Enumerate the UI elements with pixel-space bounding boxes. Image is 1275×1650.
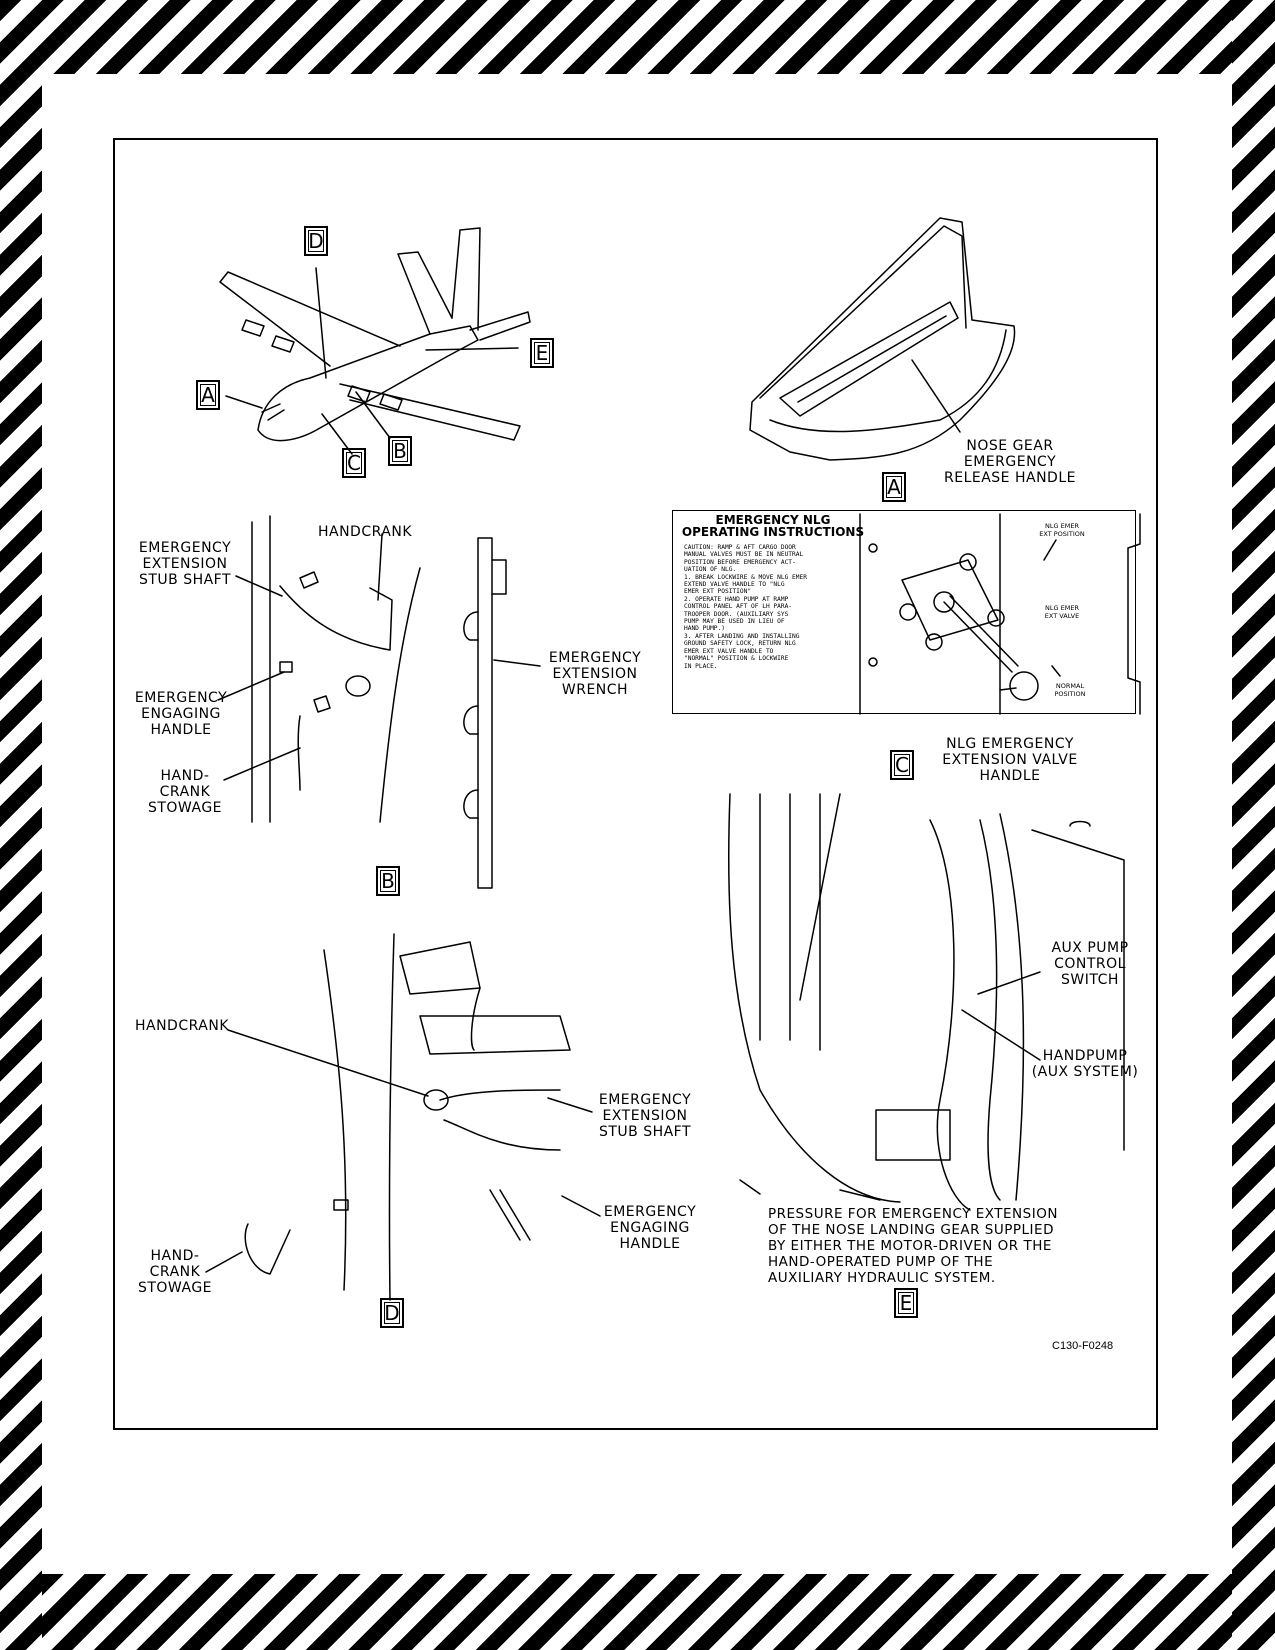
view-c-drawing bbox=[859, 513, 1141, 715]
nlg-operating-placard bbox=[672, 510, 1136, 714]
view-b-engaging-handle-label: EMERGENCY ENGAGING HANDLE bbox=[134, 690, 228, 738]
hazard-border-bottom bbox=[0, 1574, 1275, 1650]
callout-tag-a-overview: A bbox=[196, 380, 220, 410]
view-d-drawing bbox=[205, 933, 601, 1301]
view-d-stub-shaft-label: EMERGENCY EXTENSION STUB SHAFT bbox=[598, 1092, 692, 1140]
view-b-drawing bbox=[217, 515, 541, 889]
nlg-valve-handle-label: NLG EMERGENCY EXTENSION VALVE HANDLE bbox=[942, 736, 1078, 784]
placard-ext-valve-label: NLG EMER EXT VALVE bbox=[1044, 604, 1080, 620]
callout-tag-d-overview: D bbox=[304, 226, 328, 256]
hazard-border-left bbox=[0, 0, 42, 1650]
callout-tag-e-overview: E bbox=[530, 338, 554, 368]
callout-tag-b-overview: B bbox=[388, 436, 412, 466]
figure-reference-code: C130-F0248 bbox=[1052, 1340, 1114, 1352]
view-e-drawing bbox=[727, 793, 1125, 1211]
view-b-handcrank-label: HANDCRANK bbox=[317, 524, 413, 540]
view-d-stowage-label: HAND- CRANK STOWAGE bbox=[137, 1248, 213, 1296]
view-b-stub-shaft-label: EMERGENCY EXTENSION STUB SHAFT bbox=[138, 540, 232, 588]
placard-normal-position-label: NORMAL POSITION bbox=[1054, 682, 1086, 698]
view-b-tag: B bbox=[376, 866, 400, 896]
view-d-engaging-handle-label: EMERGENCY ENGAGING HANDLE bbox=[603, 1204, 697, 1252]
view-d-handcrank-label: HANDCRANK bbox=[134, 1018, 230, 1034]
callout-tag-c-overview: C bbox=[342, 448, 366, 478]
handpump-label: HANDPUMP (AUX SYSTEM) bbox=[1031, 1048, 1139, 1080]
view-b-stowage-label: HAND- CRANK STOWAGE bbox=[147, 768, 223, 816]
view-a-tag: A bbox=[882, 472, 906, 502]
aircraft-overview-drawing bbox=[219, 227, 531, 455]
view-c-tag: C bbox=[890, 750, 914, 780]
hazard-border-right bbox=[1232, 0, 1275, 1650]
placard-ext-position-label: NLG EMER EXT POSITION bbox=[1039, 522, 1085, 538]
nose-gear-release-handle-label: NOSE GEAR EMERGENCY RELEASE HANDLE bbox=[944, 438, 1076, 486]
placard-title: EMERGENCY NLG OPERATING INSTRUCTIONS bbox=[681, 513, 865, 539]
view-e-note: PRESSURE FOR EMERGENCY EXTENSION OF THE … bbox=[768, 1206, 1058, 1286]
view-e-tag: E bbox=[894, 1288, 918, 1318]
figure-frame bbox=[113, 138, 1158, 1430]
hazard-border-top bbox=[0, 0, 1275, 74]
view-b-wrench-label: EMERGENCY EXTENSION WRENCH bbox=[548, 650, 642, 698]
placard-instructions: CAUTION: RAMP & AFT CARGO DOOR MANUAL VA… bbox=[684, 544, 807, 670]
view-a-drawing bbox=[749, 217, 1016, 461]
aux-pump-switch-label: AUX PUMP CONTROL SWITCH bbox=[1051, 940, 1129, 988]
view-d-tag: D bbox=[380, 1298, 404, 1328]
